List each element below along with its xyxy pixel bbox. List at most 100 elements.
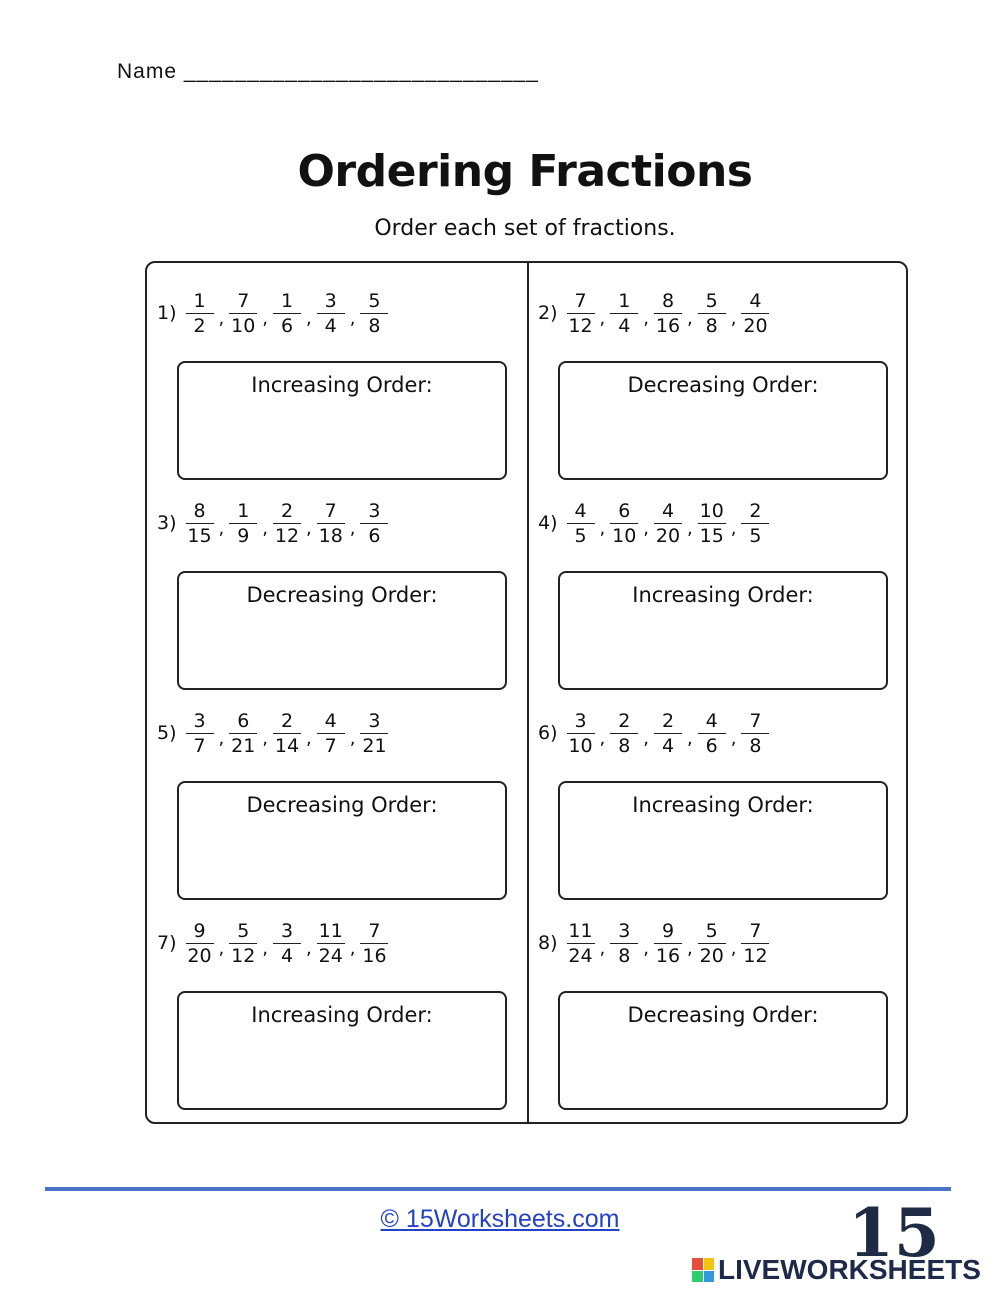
numerator: 5: [360, 290, 389, 314]
answer-box[interactable]: Increasing Order:: [558, 571, 888, 690]
answer-box[interactable]: Increasing Order:: [558, 781, 888, 900]
denominator: 21: [362, 734, 387, 757]
numerator: 10: [697, 499, 726, 524]
comma-separator: ,: [686, 307, 693, 329]
order-label: Increasing Order:: [251, 373, 433, 397]
denominator: 10: [231, 314, 256, 337]
comma-separator: ,: [262, 937, 268, 959]
denominator: 12: [568, 314, 593, 337]
numerator: 9: [185, 920, 214, 944]
denominator: 10: [568, 734, 593, 757]
numerator: 2: [272, 500, 301, 524]
problem-number: 5): [157, 722, 177, 744]
answer-box[interactable]: Decreasing Order:: [177, 781, 507, 900]
numerator: 5: [229, 920, 258, 944]
comma-separator: ,: [599, 937, 606, 959]
answer-box[interactable]: Decreasing Order:: [177, 571, 507, 690]
denominator: 12: [743, 944, 768, 967]
answer-box[interactable]: Decreasing Order:: [558, 991, 888, 1110]
comma-separator: ,: [349, 517, 356, 539]
order-label: Decreasing Order:: [246, 583, 438, 607]
denominator: 24: [568, 944, 593, 967]
name-label: Name: [117, 60, 178, 83]
answer-box[interactable]: Decreasing Order:: [558, 361, 888, 480]
numerator: 3: [610, 920, 639, 944]
comma-separator: ,: [686, 937, 693, 959]
order-label: Decreasing Order:: [627, 1003, 819, 1027]
numerator: 3: [316, 290, 345, 314]
denominator: 20: [655, 524, 681, 547]
comma-separator: ,: [643, 937, 649, 959]
numerator: 3: [185, 710, 214, 734]
denominator: 12: [274, 524, 300, 547]
answer-box[interactable]: Increasing Order:: [177, 991, 507, 1110]
numerator: 11: [566, 919, 595, 944]
problem-number: 3): [157, 512, 177, 534]
numerator: 4: [741, 290, 770, 314]
denominator: 7: [193, 734, 206, 757]
name-field-line: Name ____________________________: [117, 60, 539, 84]
numerator: 4: [316, 710, 345, 734]
denominator: 21: [231, 734, 256, 757]
comma-separator: ,: [218, 517, 225, 539]
comma-separator: ,: [643, 517, 649, 539]
denominator: 16: [362, 944, 387, 967]
numerator: 2: [741, 500, 770, 524]
worksheet-instructions: Order each set of fractions.: [374, 216, 676, 241]
denominator: 18: [318, 524, 343, 547]
comma-separator: ,: [305, 727, 312, 749]
copyright-link[interactable]: © 15Worksheets.com: [380, 1205, 620, 1233]
liveworksheets-logo: LIVEWORKSHEETS: [692, 1254, 981, 1286]
denominator: 20: [699, 944, 724, 967]
comma-separator: ,: [730, 727, 737, 749]
denominator: 12: [231, 944, 256, 967]
comma-separator: ,: [349, 307, 356, 329]
brand-name: LIVEWORKSHEETS: [718, 1254, 981, 1285]
numerator: 7: [566, 290, 595, 314]
numerator: 9: [653, 920, 682, 944]
denominator: 4: [280, 944, 294, 967]
problem-number: 8): [538, 932, 558, 954]
denominator: 6: [280, 314, 294, 337]
denominator: 10: [612, 524, 637, 547]
numerator: 3: [566, 710, 595, 734]
answer-box[interactable]: Increasing Order:: [177, 361, 507, 480]
comma-separator: ,: [730, 937, 737, 959]
denominator: 4: [618, 314, 631, 337]
denominator: 16: [655, 314, 681, 337]
numerator: 4: [566, 500, 595, 524]
numerator: 4: [697, 710, 726, 734]
numerator: 1: [610, 290, 639, 314]
denominator: 15: [699, 524, 724, 547]
denominator: 20: [743, 314, 768, 337]
numerator: 3: [360, 500, 389, 524]
numerator: 5: [697, 290, 726, 314]
numerator: 4: [653, 500, 682, 524]
denominator: 5: [574, 524, 587, 547]
comma-separator: ,: [218, 307, 225, 329]
numerator: 8: [653, 290, 682, 314]
